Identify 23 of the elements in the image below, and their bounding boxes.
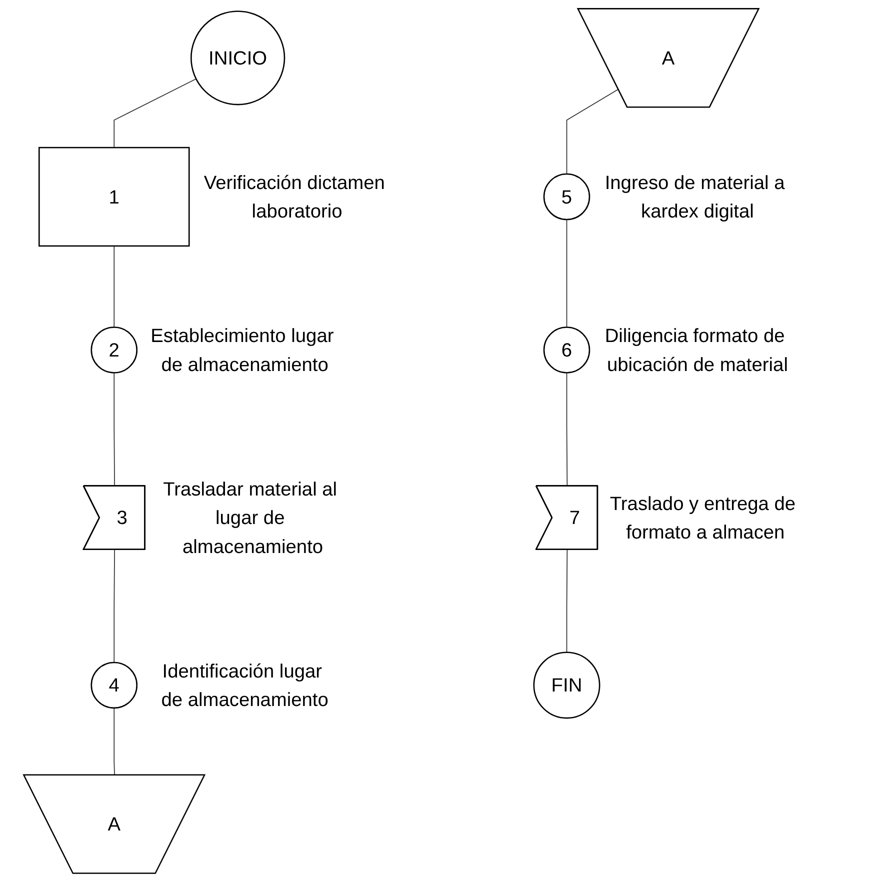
- node-label: Trasladar material al lugar de almacenamiento: [163, 478, 338, 558]
- node-label: Traslado y entrega de formato a almacen: [610, 492, 796, 543]
- node-label: Diligencia formato de ubicación de material: [605, 324, 788, 376]
- connector: [566, 219, 568, 328]
- node-circle: INICIO: [190, 10, 286, 106]
- node-circle: FIN: [533, 652, 600, 719]
- node-circle: 2: [90, 326, 138, 374]
- connector: [114, 372, 116, 487]
- connector: [114, 78, 197, 148]
- connector: [566, 372, 568, 487]
- node-circle: 5: [544, 173, 590, 220]
- connector: [114, 549, 116, 663]
- node-circle: 6: [544, 326, 590, 374]
- connector: [566, 549, 568, 653]
- node-label: Establecimiento lugar de almacenamiento: [150, 324, 334, 376]
- node-box: 1: [38, 146, 190, 247]
- node-label: Identificación lugar de almacenamiento: [161, 660, 329, 710]
- connector: [566, 88, 619, 174]
- node-label: Ingreso de material a kardex digital: [605, 172, 785, 222]
- connector: [114, 246, 115, 328]
- connector: [114, 708, 116, 776]
- node-circle: 4: [90, 662, 138, 709]
- node-label: Verificación dictamen laboratorio: [204, 172, 386, 222]
